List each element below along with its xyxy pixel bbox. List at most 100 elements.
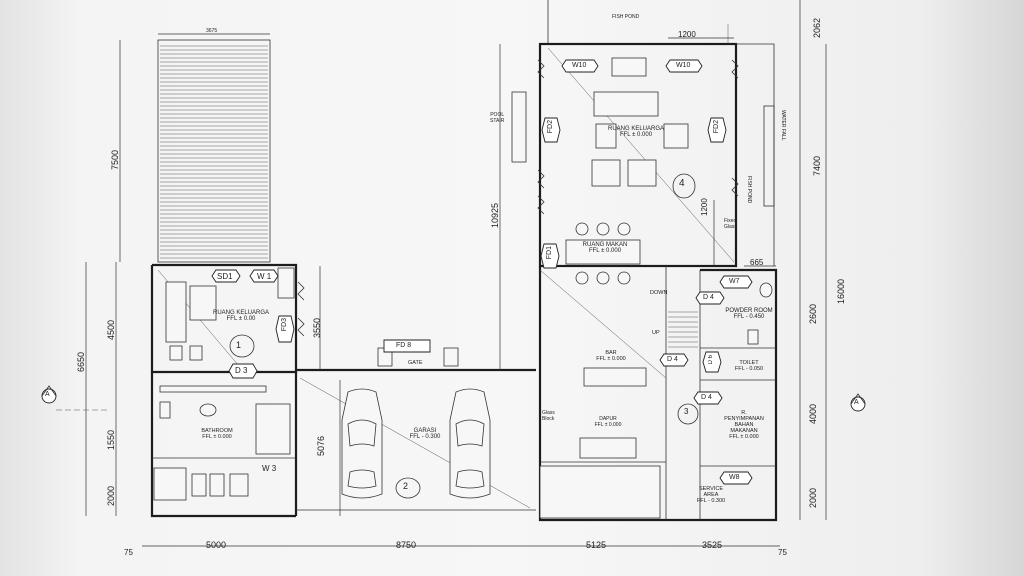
tag-shapes	[211, 59, 753, 485]
right-lower-wall	[538, 266, 778, 522]
room-level: FFL ± 0.000	[588, 248, 622, 254]
tag-d4-c: D 4	[701, 394, 712, 401]
room-garage: GARASI FFL - 0.300	[400, 428, 450, 440]
pool-stair	[511, 91, 527, 163]
sofa-left	[165, 281, 187, 343]
kitchen-counter	[539, 465, 661, 519]
room-name: GARASI	[413, 428, 437, 434]
room-kitchen: DAPUR FFL ± 0.000	[586, 416, 630, 428]
room-number-2: 2	[403, 481, 409, 491]
shelf-3	[229, 473, 249, 497]
armchair-right-3	[591, 159, 621, 187]
label-line: Glass	[542, 410, 555, 416]
tag-w10-left: W10	[572, 62, 587, 69]
left-lower-wall	[150, 372, 296, 518]
dining-chair-5	[596, 271, 610, 285]
dim-left-outer-0: 7500	[110, 149, 120, 170]
shelf-2	[209, 473, 225, 497]
room-powder: POWDER ROOM FFL - 0.450	[722, 308, 776, 320]
dim-left-inner-2: 2000	[106, 485, 116, 506]
tag-w3: W 3	[262, 464, 277, 473]
family-right-wall	[538, 42, 738, 268]
room-level: FFL ± 0.000	[729, 434, 759, 440]
tag-w8: W8	[729, 474, 740, 481]
label-line: Glass	[724, 224, 737, 230]
dim-right-outer: 16000	[836, 278, 846, 304]
tag-d4-b: D 4	[667, 356, 678, 363]
gate-pillar-right	[443, 347, 459, 367]
dim-left-inner-0: 4500	[106, 319, 116, 340]
car-left	[341, 388, 383, 499]
label-line: STAIR	[490, 118, 505, 124]
room-name: TOILET	[739, 360, 759, 366]
dim-pond-depth: 1200	[700, 198, 709, 216]
sink	[199, 403, 217, 417]
room-level: FFL ± 0.000	[619, 132, 653, 138]
dim-right-inner-2: 2600	[808, 303, 818, 324]
dim-right-inner-0: 2062	[812, 17, 822, 38]
dim-left-inner-1: 1550	[106, 429, 116, 450]
dining-chair-3	[617, 222, 631, 236]
car-right	[449, 388, 491, 499]
dim-stair-vertical: 3550	[312, 317, 322, 338]
section-marker-left-label: A	[45, 391, 50, 398]
dim-pond-width: 1200	[678, 30, 696, 39]
dining-chair-2	[596, 222, 610, 236]
section-marker-right	[850, 393, 866, 412]
label-gate: GATE	[408, 360, 423, 366]
dim-garage-vertical: 5076	[316, 435, 326, 456]
ramp-block	[157, 39, 271, 263]
label-line: Block	[542, 416, 555, 422]
dining-table	[565, 239, 641, 265]
bathtub	[255, 403, 291, 455]
tag-w1: W 1	[257, 272, 272, 281]
room-name: RUANG KELUARGA	[212, 310, 269, 316]
room-name-line: BAHAN	[734, 422, 754, 428]
room-name-line: AREA	[703, 492, 719, 498]
label-fish-pond-top: FISH POND	[612, 14, 640, 20]
room-bathroom: BATHROOM FFL ± 0.000	[192, 428, 242, 440]
room-number-1: 1	[236, 340, 242, 350]
room-name: BATHROOM	[201, 428, 233, 434]
dim-right-inner-3: 4000	[808, 403, 818, 424]
furniture	[153, 57, 773, 519]
room-level: FFL ± 0.000	[594, 422, 622, 428]
room-name: RUANG KELUARGA	[607, 126, 664, 132]
room-number-3: 3	[684, 407, 689, 416]
tag-fd1: FD1	[546, 246, 553, 260]
void-lines	[157, 47, 735, 509]
tag-w7: W7	[729, 278, 740, 285]
dim-bottom-5: 75	[778, 548, 787, 557]
stair-right	[668, 311, 698, 348]
wc-left	[159, 401, 171, 419]
tag-w10-right: W10	[676, 62, 691, 69]
dim-left-outer-1: 6650	[76, 351, 86, 372]
room-name-line: SERVICE	[698, 486, 724, 492]
armchair-left-2	[189, 345, 203, 361]
section-marker-right-label: A	[854, 399, 859, 406]
dim-right-inner-1: 7400	[812, 155, 822, 176]
kitchen-island	[579, 437, 637, 459]
room-bar: BAR FFL ± 0.000	[586, 350, 636, 362]
room-name: BAR	[605, 350, 617, 356]
room-number-4: 4	[679, 178, 685, 189]
bar-counter	[583, 367, 647, 387]
tag-d6: D 6	[708, 355, 714, 365]
room-toilet: TOILET FFL - 0.050	[724, 360, 774, 372]
room-name-line: MAKANAN	[730, 428, 758, 434]
room-level: FFL - 0.050	[734, 366, 764, 372]
tag-fd2-right: FD2	[713, 120, 720, 134]
dim-bottom-4: 3525	[702, 540, 723, 550]
armchair-right-4	[627, 159, 657, 187]
tag-d4-a: D 4	[703, 294, 714, 301]
room-level: FFL ± 0.00	[226, 316, 256, 322]
window-symbols	[297, 59, 739, 337]
label-line: POOL	[490, 112, 505, 118]
room-level: FFL ± 0.000	[596, 356, 626, 362]
armchair-right-1	[595, 123, 617, 149]
room-name: RUANG MAKAN	[582, 242, 628, 248]
dining-chair-1	[575, 222, 589, 236]
room-level: FFL - 0.300	[409, 434, 441, 440]
